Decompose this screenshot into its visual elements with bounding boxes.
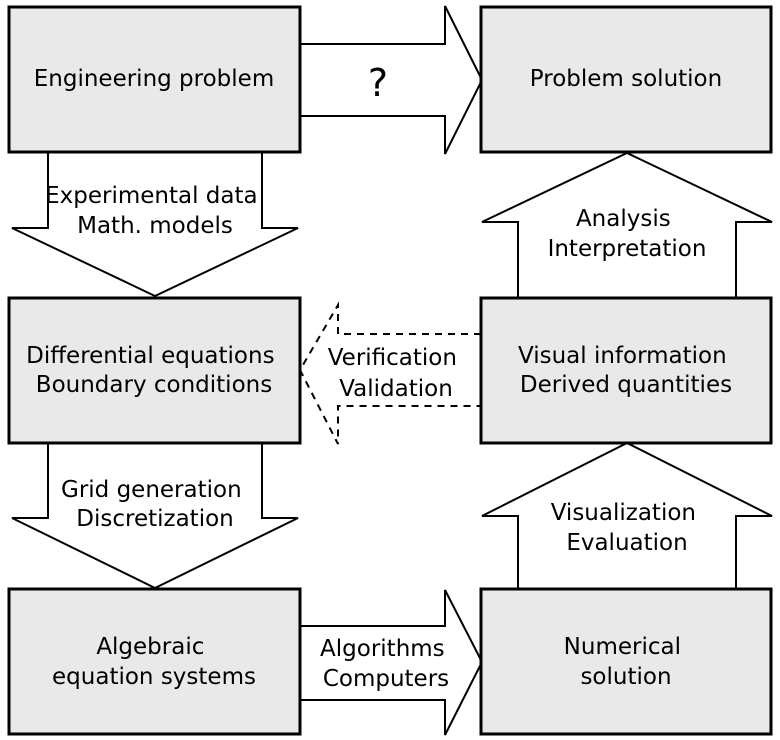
arrow-analysis-label: Analysis Interpretation: [548, 206, 707, 262]
box-differential-equations: Differential equations Boundary conditio…: [7, 296, 302, 445]
arrow-verification: [298, 301, 481, 445]
box-engineering-problem: Engineering problem: [7, 5, 302, 154]
box-visual-information: Visual information Derived quantities: [479, 296, 773, 445]
box-problem-solution-label: Problem solution: [530, 66, 722, 92]
box-numerical-solution-label: Numerical solution: [564, 634, 689, 690]
arrow-analysis: [481, 151, 773, 299]
arrow-experimental-label: Experimental data Math. models: [45, 183, 265, 239]
arrow-visualization: [481, 441, 773, 591]
arrow-experimental: [11, 151, 299, 298]
box-visual-information-label: Visual information Derived quantities: [518, 343, 734, 398]
arrow-grid: [11, 441, 299, 590]
arrow-question-label: ?: [368, 61, 388, 105]
arrow-algorithms-label: Algorithms Computers: [320, 636, 452, 692]
arrow-grid-label: Grid generation Discretization: [61, 477, 249, 532]
arrow-algorithms: [299, 589, 484, 736]
box-numerical-solution: Numerical solution: [479, 587, 773, 736]
box-problem-solution: Problem solution: [479, 5, 773, 154]
arrow-visualization-label: Visualization Evaluation: [551, 500, 704, 556]
box-differential-equations-label: Differential equations Boundary conditio…: [26, 343, 282, 398]
arrow-verification-label: Verification Validation: [328, 345, 465, 402]
box-engineering-problem-label: Engineering problem: [34, 66, 274, 92]
box-algebraic-systems: Algebraic equation systems: [7, 587, 302, 736]
arrow-question: [299, 5, 484, 155]
box-algebraic-systems-label: Algebraic equation systems: [52, 634, 256, 690]
